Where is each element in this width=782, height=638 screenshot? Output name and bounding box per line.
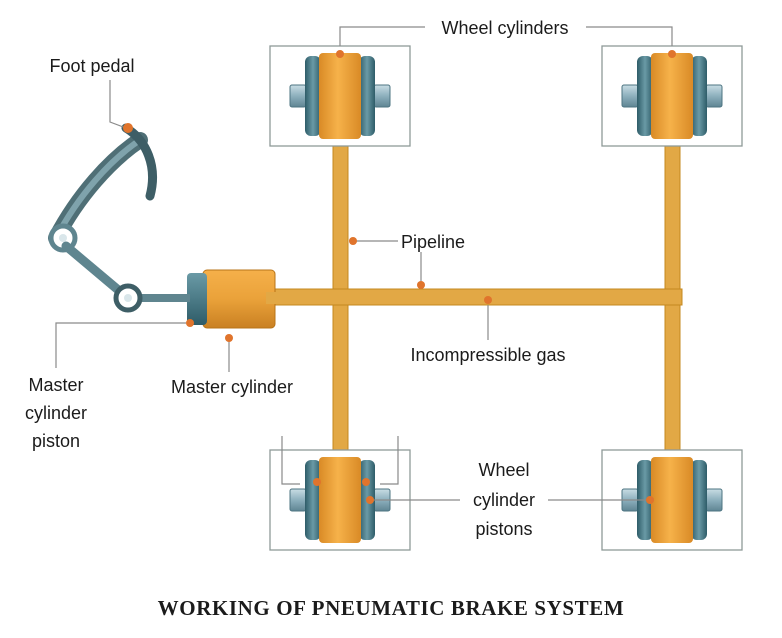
label-master-cylinder-piston-line3: piston [32,431,80,451]
label-wheel-cylinders: Wheel cylinders [441,18,568,38]
annotations [55,26,676,504]
foot-pedal-assembly [48,123,190,313]
wheel-cylinder-top-left [269,45,411,147]
label-incompressible-gas: Incompressible gas [410,345,565,365]
label-master-cylinder-piston-line2: cylinder [25,403,87,423]
label-foot-pedal: Foot pedal [49,56,134,76]
diagram-title: WORKING OF PNEUMATIC BRAKE SYSTEM [158,596,625,620]
master-cylinder [187,269,276,329]
label-wheel-cylinder-pistons-line3: pistons [475,519,532,539]
wheel-cylinder-top-right [601,45,743,147]
label-master-cylinder-piston-line1: Master [28,375,83,395]
pipe-horizontal [271,288,683,306]
brake-shoe-outline [281,436,399,485]
label-wheel-cylinder-pistons-line1: Wheel [478,460,529,480]
label-master-cylinder: Master cylinder [171,377,293,397]
label-wheel-cylinder-pistons-line2: cylinder [473,490,535,510]
pipeline-network [271,139,683,453]
pedal-plate [121,123,157,201]
label-pipeline: Pipeline [401,232,465,252]
